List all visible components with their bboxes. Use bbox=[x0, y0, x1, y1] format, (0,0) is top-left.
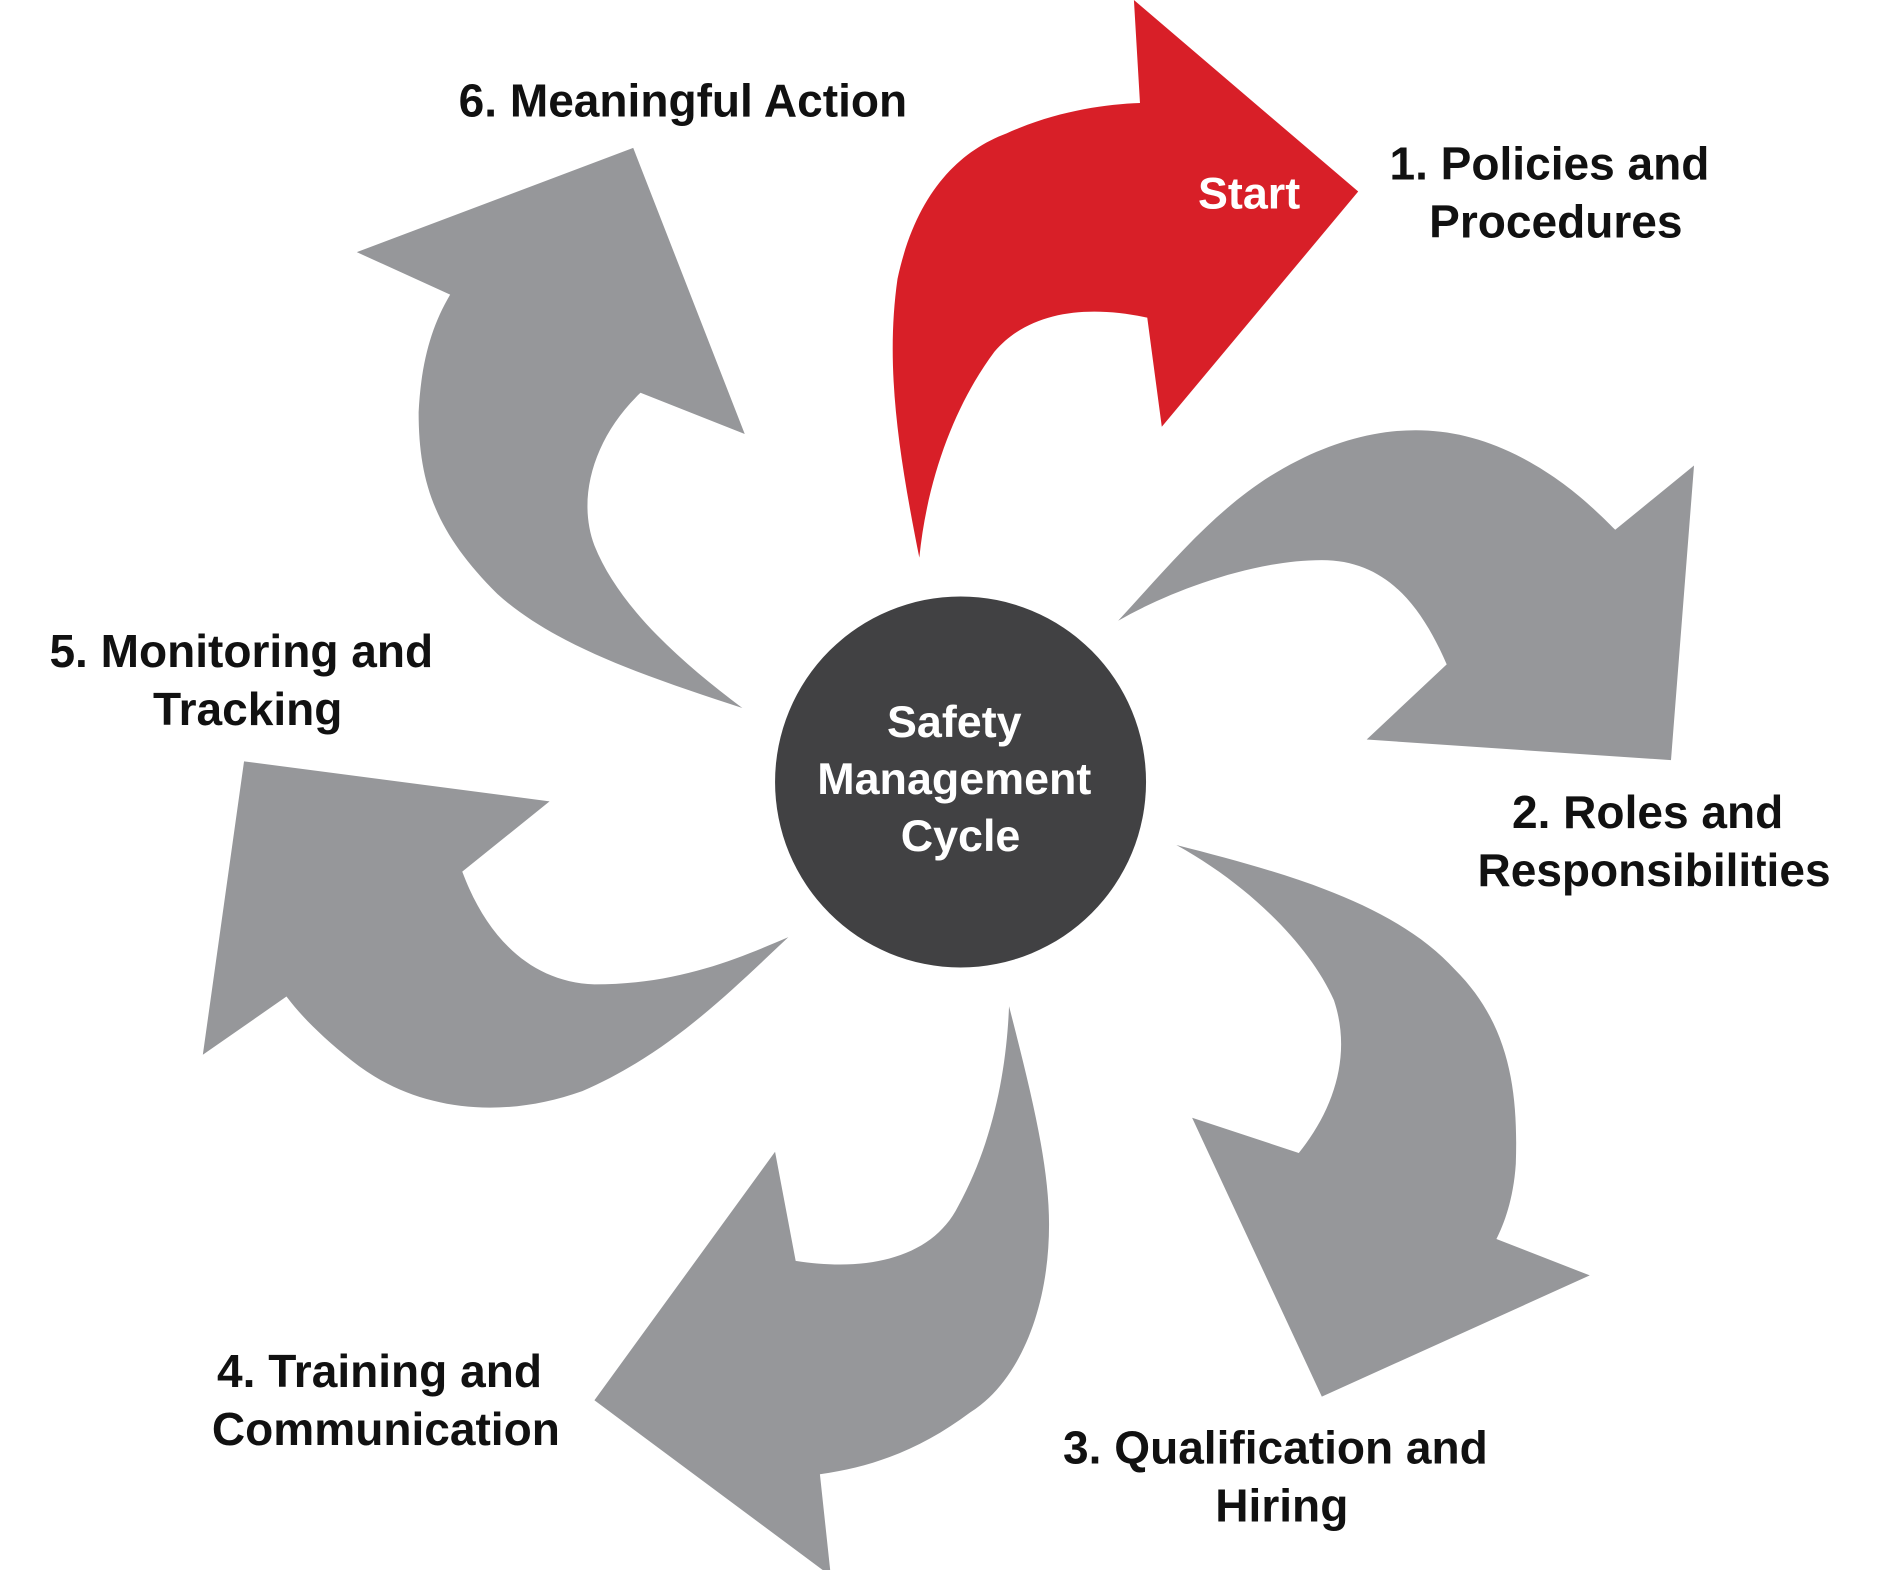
center-circle bbox=[775, 596, 1147, 968]
arrow-step-4 bbox=[594, 1006, 1050, 1570]
step-label-3: 3. Qualification and Hiring bbox=[1063, 1421, 1501, 1531]
step-label-4: 4. Training and Communication bbox=[212, 1345, 560, 1455]
arrow-step-2 bbox=[1118, 430, 1695, 761]
center-title: Safety Management Cycle bbox=[817, 696, 1104, 861]
step-label-6: 6. Meaningful Action bbox=[459, 74, 908, 126]
arrow-step-6 bbox=[356, 147, 745, 709]
start-arrow bbox=[892, 0, 1359, 558]
step-label-1: 1. Policies and Procedures bbox=[1389, 137, 1722, 247]
step-label-2: 2. Roles and Responsibilities bbox=[1477, 786, 1830, 896]
arrow-step-5 bbox=[202, 761, 789, 1108]
step-label-5: 5. Monitoring and Tracking bbox=[49, 625, 445, 735]
start-label: Start bbox=[1198, 168, 1300, 219]
arrow-step-3 bbox=[1176, 845, 1590, 1397]
